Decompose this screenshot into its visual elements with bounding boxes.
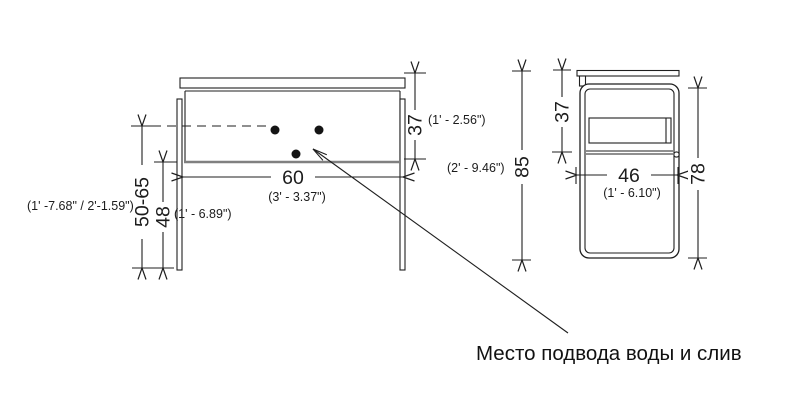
front-view: 50-65 (1' -7.68" / 2'-1.59") 48 (1' - 6.… (27, 73, 486, 270)
height-range-value: 50-65 (132, 177, 154, 227)
total-height-imperial: (2' - 9.46") (447, 161, 505, 175)
depth-imperial: (1' - 6.10") (603, 186, 661, 200)
label-mask (512, 150, 532, 184)
leader-line (312, 148, 569, 334)
dim-label-total-height: 85 (512, 150, 534, 184)
label-mask (607, 167, 651, 183)
label-mask (553, 97, 571, 127)
height-range-imperial: (1' -7.68" / 2'-1.59") (27, 199, 134, 213)
front-tabletop (179, 77, 406, 89)
total-height-value: 85 (512, 156, 534, 178)
dim-label-frame-height: 78 (688, 158, 710, 190)
side-drawer (588, 117, 672, 144)
water-note-label: Место подвода воды и слив (476, 342, 742, 365)
water-hole-dot-left (270, 125, 280, 135)
water-annotation: Место подвода воды и слив (312, 148, 742, 365)
width-value: 60 (282, 167, 304, 189)
label-mask (154, 202, 172, 232)
drain-hole-dot (291, 149, 301, 159)
depth-value: 46 (618, 165, 640, 187)
frame-height-value: 78 (688, 163, 710, 185)
side-tabletop (576, 69, 680, 77)
label-mask (406, 110, 424, 140)
label-mask (133, 165, 151, 239)
label-mask (688, 158, 708, 190)
apron-front-value: 37 (405, 114, 427, 136)
water-hole-dot-right (314, 125, 324, 135)
dim-label-apron-front: 37 (405, 110, 427, 140)
shelf-height-value: 48 (153, 206, 175, 228)
side-fastener-circle (673, 151, 680, 158)
label-mask (271, 168, 315, 185)
width-imperial: (3' - 3.37") (268, 190, 326, 204)
dim-label-apron-side: 37 (552, 97, 574, 127)
shelf-height-imperial: (1' - 6.89") (174, 207, 232, 221)
dim-label-height-range: 50-65 (132, 165, 154, 239)
front-right-leg (399, 98, 406, 271)
apron-side-value: 37 (552, 101, 574, 123)
leader-arrowhead-icon (312, 148, 328, 161)
side-view: 85 (2' - 9.46") 37 46 (1' - 6.10") (447, 70, 710, 260)
apron-front-imperial: (1' - 2.56") (428, 113, 486, 127)
front-left-leg (176, 98, 183, 271)
dim-label-shelf-height: 48 (153, 202, 175, 232)
